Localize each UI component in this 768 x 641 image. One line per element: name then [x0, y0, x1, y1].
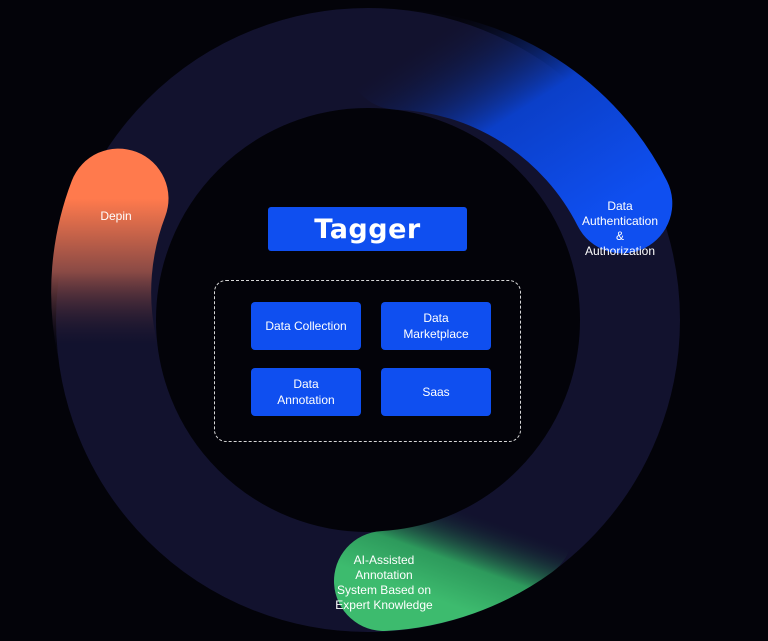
ring-segment-auth	[347, 9, 673, 254]
ring-segment-ai	[334, 481, 573, 631]
module-data-collection: Data Collection	[251, 302, 361, 350]
depin-label: Depin	[100, 209, 132, 223]
module-data-annotation: Data Annotation	[251, 368, 361, 416]
module-data-marketplace: Data Marketplace	[381, 302, 491, 350]
tagger-title: Tagger	[268, 207, 467, 251]
ring-segment-depin	[51, 148, 169, 395]
modules-frame	[214, 280, 521, 442]
ai-label: AI-Assisted Annotation System Based on E…	[335, 553, 433, 612]
module-saas: Saas	[381, 368, 491, 416]
auth-label: Data Authentication & Authorization	[581, 199, 659, 258]
